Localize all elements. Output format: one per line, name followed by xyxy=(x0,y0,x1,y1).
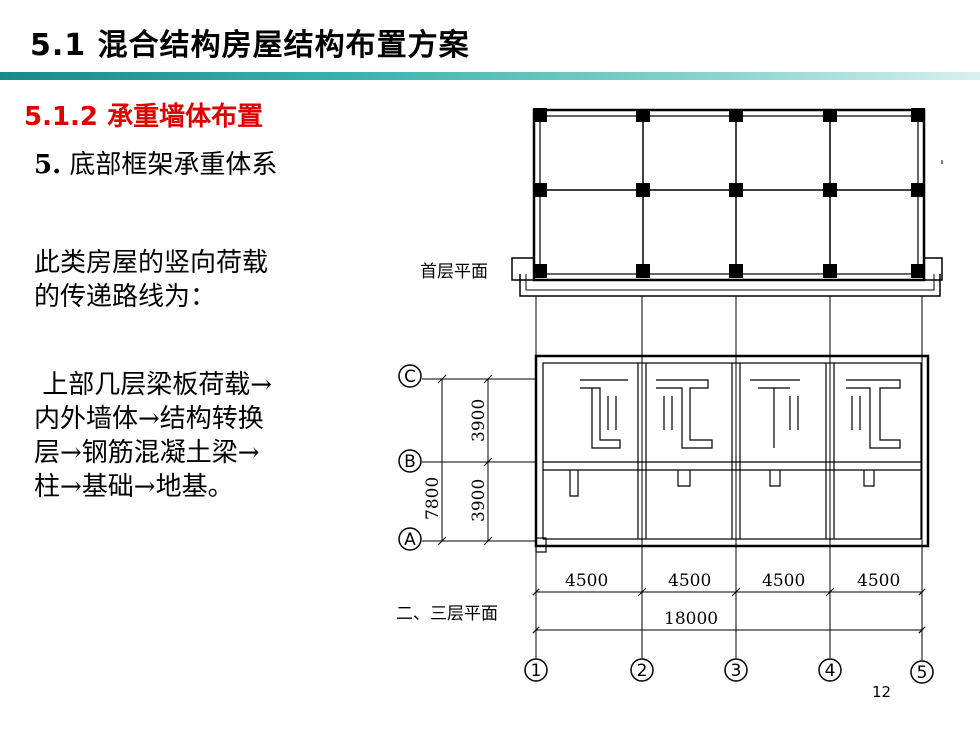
column xyxy=(823,110,837,122)
slide-title: 5.1 混合结构房屋结构布置方案 xyxy=(30,28,470,63)
axis-bubble-a xyxy=(398,527,422,551)
paragraph-line: 内外墙体→结构转换 xyxy=(34,404,264,434)
paragraph-line: 层→钢筋混凝土梁→ xyxy=(34,438,260,468)
column xyxy=(533,183,547,197)
bay-dim-3: 4500 xyxy=(762,571,805,591)
axis-bubble-3 xyxy=(724,658,748,682)
internal-wall xyxy=(607,396,673,430)
side-block xyxy=(511,257,535,281)
axis-lines xyxy=(422,296,923,660)
axis-label-c: C xyxy=(404,367,416,387)
wall-stub xyxy=(569,470,579,497)
axis-label-1: 1 xyxy=(531,661,542,681)
row-axis-bubbles: C B A xyxy=(398,364,422,551)
paragraph-line: 的传递路线为： xyxy=(34,282,217,312)
column xyxy=(533,108,547,122)
axis-label-5: 5 xyxy=(917,663,928,683)
paragraph-load-path: 上部几层梁板荷载→ 内外墙体→结构转换 层→钢筋混凝土梁→ 柱→基础→地基。 xyxy=(34,368,272,504)
column xyxy=(636,183,650,197)
axis-bubble-1 xyxy=(524,658,548,682)
wall-stub xyxy=(769,470,781,487)
axis-bubble-2 xyxy=(630,658,654,682)
column xyxy=(911,183,925,197)
title-divider xyxy=(0,72,980,80)
bay-dim-4: 4500 xyxy=(857,571,900,591)
wall-stub xyxy=(677,470,691,487)
list-item: 5. 底部框架承重体系 xyxy=(34,144,277,181)
paragraph-line: 上部几层梁板荷载→ xyxy=(34,370,273,400)
bay-dim-1: 4500 xyxy=(565,571,608,591)
ground-floor-columns xyxy=(533,108,925,278)
dimension-lines xyxy=(437,374,926,634)
section-subtitle: 5.1.2 承重墙体布置 xyxy=(24,102,264,132)
column xyxy=(729,110,743,122)
ground-floor-porch-inner xyxy=(525,274,935,291)
paragraph-line: 柱→基础→地基。 xyxy=(34,472,234,502)
total-depth-dim: 7800 xyxy=(423,477,443,520)
ground-floor-plan xyxy=(511,108,943,297)
item-text: 底部框架承重体系 xyxy=(69,150,278,180)
column xyxy=(823,264,837,278)
axis-label-2: 2 xyxy=(637,661,648,681)
column xyxy=(636,264,650,278)
column xyxy=(729,264,743,278)
bay-dim-2: 4500 xyxy=(668,571,711,591)
item-number: 5. xyxy=(34,150,62,180)
axis-label-a: A xyxy=(404,530,416,550)
internal-wall xyxy=(580,379,628,449)
internal-wall xyxy=(750,379,800,448)
page-number: 12 xyxy=(872,683,892,701)
axis-label-4: 4 xyxy=(825,661,836,681)
total-width-dim: 18000 xyxy=(664,609,718,629)
column xyxy=(729,183,743,197)
dim-ticks xyxy=(483,374,493,546)
span-dim-upper: 3900 xyxy=(469,399,489,442)
ground-floor-label: 首层平面 xyxy=(420,262,488,282)
paragraph-line: 此类房屋的竖向荷载 xyxy=(34,248,269,278)
axis-label-b: B xyxy=(404,452,416,472)
internal-wall xyxy=(789,396,861,430)
axis-label-3: 3 xyxy=(731,661,742,681)
ground-floor-porch xyxy=(519,274,941,297)
span-dim-lower: 3900 xyxy=(469,479,489,522)
axis-bubble-c xyxy=(398,364,422,388)
column xyxy=(911,108,925,122)
wall-stub xyxy=(863,470,875,487)
column xyxy=(911,264,925,278)
dim-ticks xyxy=(637,587,835,597)
paragraph-intro: 此类房屋的竖向荷载 的传递路线为： xyxy=(34,246,268,314)
upper-floor-plan xyxy=(534,354,930,553)
axis-bubble-4 xyxy=(818,658,842,682)
axis-bubble-5 xyxy=(910,660,934,684)
internal-wall xyxy=(846,379,901,449)
column xyxy=(823,183,837,197)
upper-floor-label: 二、三层平面 xyxy=(396,604,498,624)
column xyxy=(533,264,547,278)
axis-bubble-b xyxy=(398,449,422,473)
column xyxy=(636,110,650,122)
column-axis-bubbles: 1 2 3 4 5 xyxy=(524,658,934,684)
dim-ticks xyxy=(437,374,447,546)
internal-wall xyxy=(656,379,713,449)
